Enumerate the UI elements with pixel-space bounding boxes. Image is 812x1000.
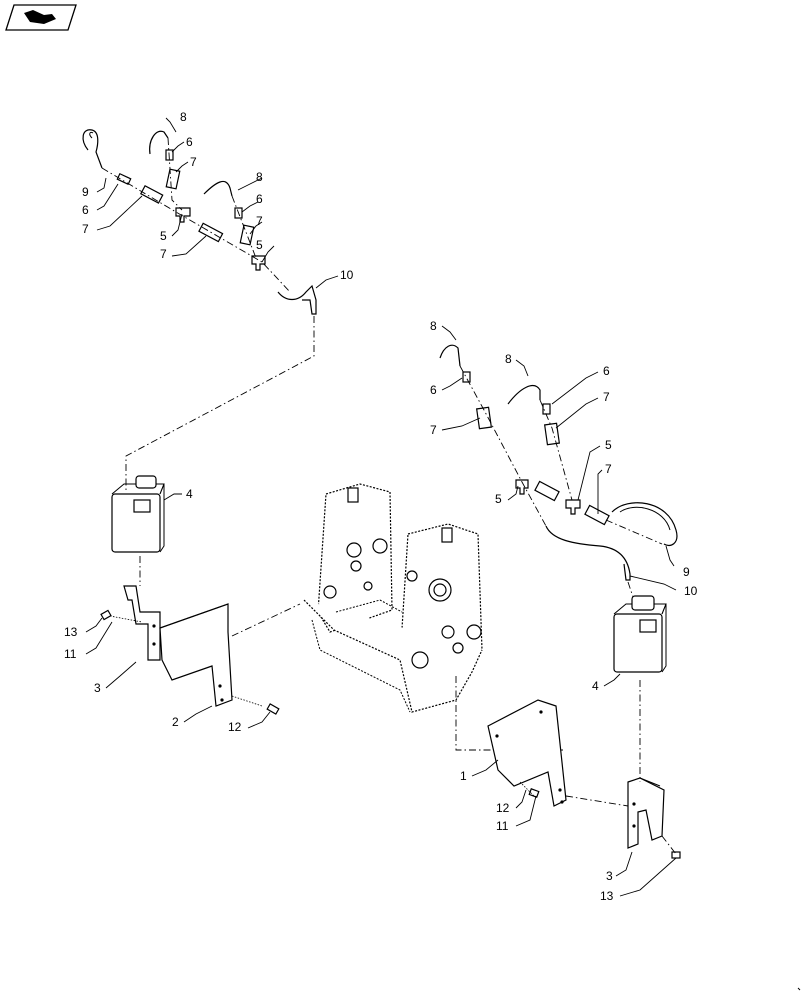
reservoir-right <box>603 595 667 687</box>
callout-7: 7 <box>603 390 610 404</box>
callout-1: 1 <box>460 769 467 783</box>
callout-2: 2 <box>172 715 179 729</box>
callout-7: 7 <box>256 214 263 228</box>
bolts-right <box>519 781 681 859</box>
bracket-3-left <box>123 585 161 661</box>
callout-9: 9 <box>82 185 89 199</box>
callout-10: 10 <box>340 268 354 282</box>
bolts-left <box>100 609 280 715</box>
callout-6: 6 <box>256 192 263 206</box>
upper-left-leaders <box>96 117 339 289</box>
callout-5: 5 <box>256 238 263 252</box>
right-bracket-leaders <box>471 680 677 897</box>
callout-3: 3 <box>606 869 613 883</box>
callout-6: 6 <box>430 383 437 397</box>
right-hose-assembly <box>439 344 678 601</box>
right-leaders <box>441 325 677 591</box>
callout-7: 7 <box>430 423 437 437</box>
corner-mark <box>797 987 801 991</box>
bracket-3-right <box>627 777 665 849</box>
reservoir-left <box>111 475 182 553</box>
callout-11: 11 <box>496 819 509 833</box>
callout-6: 6 <box>603 364 610 378</box>
book-arrow-icon[interactable] <box>5 4 77 31</box>
callout-6: 6 <box>186 135 193 149</box>
callout-7: 7 <box>160 247 167 261</box>
callout-7: 7 <box>82 222 89 236</box>
callout-3: 3 <box>94 681 101 695</box>
callout-12: 12 <box>496 801 510 815</box>
callout-13: 13 <box>600 889 614 903</box>
left-bracket-leaders <box>85 556 301 729</box>
callout-8: 8 <box>180 110 187 124</box>
callout-7: 7 <box>605 462 612 476</box>
callout-4: 4 <box>592 679 599 693</box>
callout-5: 5 <box>495 492 502 506</box>
callout-13: 13 <box>64 625 78 639</box>
callout-4: 4 <box>186 487 193 501</box>
callout-5: 5 <box>605 438 612 452</box>
callout-8: 8 <box>430 319 437 333</box>
callout-9: 9 <box>683 565 690 579</box>
transmission-housing <box>303 483 566 751</box>
callout-8: 8 <box>256 170 263 184</box>
callout-11: 11 <box>64 647 77 661</box>
upper-left-hose-assembly <box>82 129 317 490</box>
callout-8: 8 <box>505 352 512 366</box>
callout-labels: 8 6 7 8 9 6 6 7 7 5 5 7 10 8 8 6 6 7 7 5… <box>64 110 698 903</box>
callout-5: 5 <box>160 229 167 243</box>
callout-10: 10 <box>684 584 698 598</box>
callout-7: 7 <box>190 155 197 169</box>
bracket-1-right <box>487 699 567 807</box>
callout-6: 6 <box>82 203 89 217</box>
callout-12: 12 <box>228 720 242 734</box>
bracket-2-left <box>159 603 233 707</box>
